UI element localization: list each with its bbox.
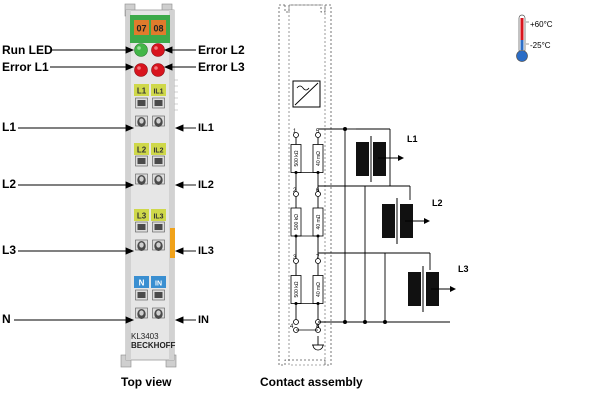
- shunt-label: 40 mΩ: [316, 214, 322, 229]
- tag-l1: [134, 84, 149, 96]
- error-l1-led: [134, 63, 148, 77]
- callout-lines: [14, 46, 196, 324]
- pin-5: 5: [316, 129, 320, 135]
- shunt-label: 40 mΩ: [316, 282, 322, 297]
- tag-l3: [134, 209, 149, 221]
- tag-in: [151, 276, 166, 288]
- shunt-label: 40 mΩ: [316, 151, 322, 166]
- resistor-pair: 500 kΩ 40 mΩ: [290, 132, 324, 174]
- phase-label-l3: L3: [458, 264, 469, 274]
- label-l2: L2: [2, 177, 17, 191]
- caption-contact-assembly: Contact assembly: [260, 375, 363, 389]
- spring-contact: [135, 97, 148, 109]
- tag-l3-text: L3: [137, 212, 147, 221]
- spring-contact: [152, 307, 165, 319]
- tag-l2-text: L2: [137, 146, 147, 155]
- label-il1: IL1: [198, 122, 214, 134]
- spring-contact: [135, 221, 148, 233]
- tag-il1: [151, 84, 166, 96]
- phase-label-l1: L1: [407, 134, 418, 144]
- pin-4: 4: [290, 324, 294, 330]
- label-l3: L3: [2, 243, 17, 257]
- tag-il2-text: IL2: [153, 148, 163, 155]
- tag-in-text: IN: [155, 281, 162, 288]
- spring-contact: [152, 97, 165, 109]
- resistor-label: 500 kΩ: [294, 281, 300, 297]
- pin-2: 2: [293, 188, 297, 194]
- spring-contacts: [135, 97, 165, 319]
- label-error-l1: Error L1: [2, 60, 49, 74]
- junction-dots: [343, 127, 387, 324]
- error-l2-led: [151, 43, 165, 57]
- temp-min: -25°C: [530, 41, 551, 50]
- label-il2: IL2: [198, 179, 214, 191]
- run-led: [134, 43, 148, 57]
- spring-contact: [135, 239, 148, 251]
- channel-number-box: [134, 20, 149, 35]
- spring-contact: [135, 155, 148, 167]
- phase-label-l2: L2: [432, 198, 443, 208]
- label-error-l3: Error L3: [198, 60, 245, 74]
- resistor-label: 500 kΩ: [294, 214, 300, 230]
- pin-1: 1: [293, 129, 297, 135]
- pin-terminal: [293, 319, 299, 325]
- tag-l2: [134, 143, 149, 155]
- pin-8: 8: [316, 324, 320, 330]
- resistor-label: 500 kΩ: [294, 150, 300, 166]
- tag-n: [134, 276, 149, 288]
- label-in: IN: [198, 314, 209, 326]
- resistor-pair: 500 kΩ 40 mΩ: [290, 191, 324, 238]
- spring-contact: [135, 173, 148, 185]
- tag-il1-text: IL1: [153, 89, 163, 96]
- tag-n-text: N: [139, 279, 145, 288]
- spring-contact: [152, 239, 165, 251]
- pin-3: 3: [293, 255, 297, 261]
- channel-number-08: 08: [153, 24, 163, 34]
- brand-name: BECKHOFF: [131, 341, 176, 350]
- shield-tab: [170, 228, 175, 258]
- channel-number-07: 07: [136, 24, 146, 34]
- label-n: N: [2, 312, 11, 326]
- caption-top-view: Top view: [121, 375, 172, 389]
- spring-contact: [152, 115, 165, 127]
- tag-il2: [151, 143, 166, 155]
- spring-contact: [135, 289, 148, 301]
- temp-max: +60°C: [530, 20, 553, 29]
- error-l3-led: [151, 63, 165, 77]
- current-transformers: [356, 128, 456, 312]
- spring-contact: [135, 115, 148, 127]
- resistor-pair: 500 kΩ 40 mΩ: [290, 258, 324, 305]
- spring-contact: [152, 173, 165, 185]
- tag-il3-text: IL3: [153, 214, 163, 221]
- pin-7: 7: [316, 255, 320, 261]
- model-number: KL3403: [131, 332, 159, 341]
- label-l1: L1: [2, 120, 17, 134]
- spring-contact: [152, 155, 165, 167]
- label-il3: IL3: [198, 245, 214, 257]
- tag-l1-text: L1: [137, 87, 147, 96]
- label-error-l2: Error L2: [198, 43, 245, 57]
- spring-contact: [152, 289, 165, 301]
- tag-il3: [151, 209, 166, 221]
- pin-6: 6: [316, 188, 320, 194]
- channel-number-box: [151, 20, 166, 35]
- label-run-led: Run LED: [2, 43, 53, 57]
- thermometer-icon: [516, 14, 529, 62]
- phase-wiring: [318, 128, 450, 323]
- spring-contact: [152, 221, 165, 233]
- spring-contact: [135, 307, 148, 319]
